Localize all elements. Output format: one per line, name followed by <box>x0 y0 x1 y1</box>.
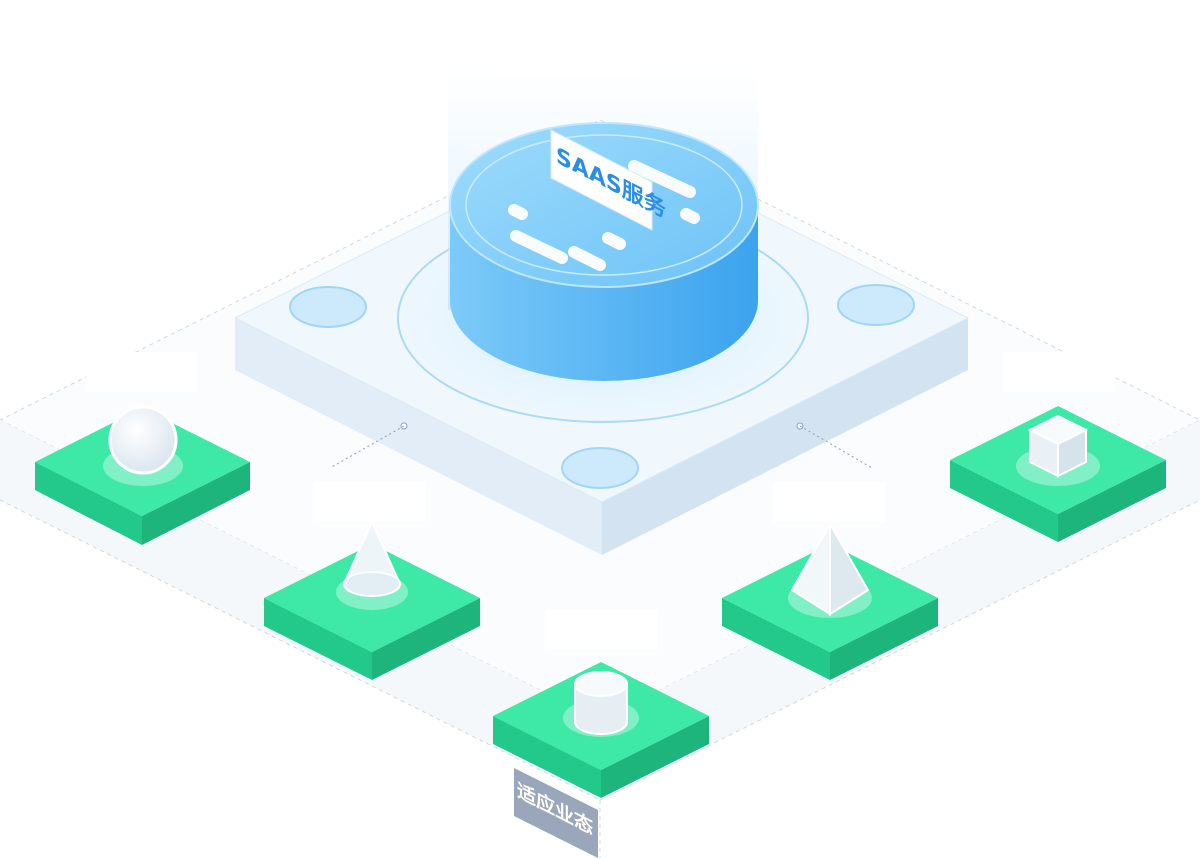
node-label-box <box>313 482 425 522</box>
cube-icon <box>1016 414 1100 486</box>
sphere-icon <box>103 405 183 486</box>
cylinder-icon <box>563 671 639 737</box>
cone-icon <box>336 519 408 610</box>
node-pyramid <box>722 482 938 680</box>
node-label-box <box>545 610 657 650</box>
pyramid-icon <box>788 520 872 618</box>
node-label-box <box>773 482 885 522</box>
node-label-box <box>1002 352 1114 392</box>
node-sphere <box>35 352 250 545</box>
node-cube <box>950 352 1166 542</box>
node-cylinder <box>493 610 709 798</box>
node-cone <box>264 482 480 680</box>
node-label-box <box>86 352 198 392</box>
